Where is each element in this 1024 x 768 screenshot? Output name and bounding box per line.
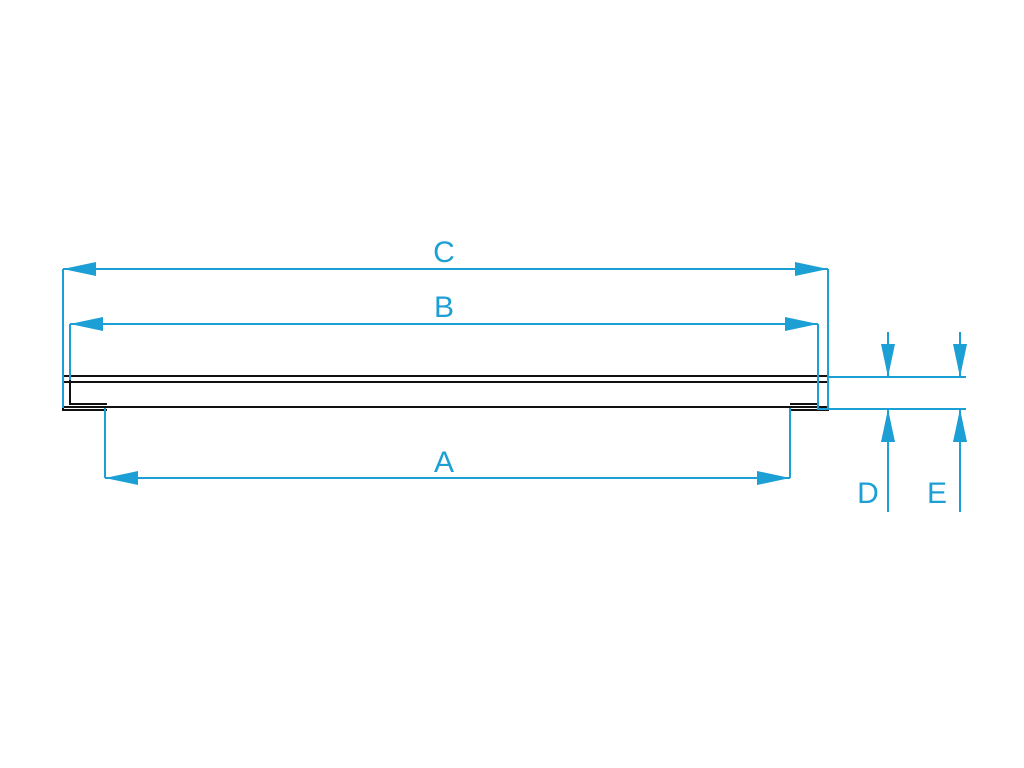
main-body-rect xyxy=(62,381,829,408)
dimension-b-group: B xyxy=(69,291,819,410)
dim-d-arrow-down xyxy=(881,344,895,377)
dim-a-arrow-right xyxy=(757,471,790,485)
dimension-a-group: A xyxy=(104,408,791,485)
dim-a-arrow-left xyxy=(105,471,138,485)
dim-d-arrow-up xyxy=(881,409,895,442)
dim-e-arrow-up xyxy=(953,409,967,442)
dimension-e-group: E xyxy=(927,332,967,512)
left-end-flange-inner xyxy=(69,378,107,405)
right-witness-lines xyxy=(818,376,966,410)
dimension-c-group: C xyxy=(62,236,829,408)
dim-c-arrow-left xyxy=(63,262,96,276)
dim-e-label: E xyxy=(927,477,947,510)
dim-b-arrow-left xyxy=(70,317,103,331)
dim-d-label: D xyxy=(857,477,879,510)
dim-a-label: A xyxy=(434,446,454,479)
dim-c-arrow-right xyxy=(795,262,828,276)
dimension-d-group: D xyxy=(857,332,895,512)
part-cross-section xyxy=(62,375,829,411)
dim-c-label: C xyxy=(433,236,455,269)
dim-b-arrow-right xyxy=(785,317,818,331)
dim-e-arrow-down xyxy=(953,344,967,377)
dim-b-label: B xyxy=(434,291,454,324)
